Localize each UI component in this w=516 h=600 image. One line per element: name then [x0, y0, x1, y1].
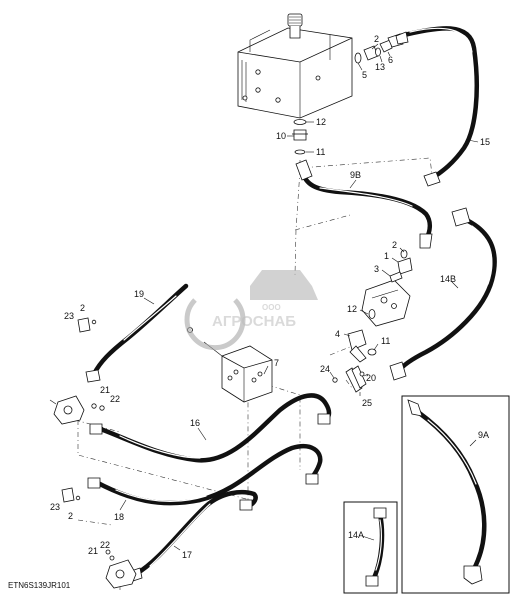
leader-lines: [119, 43, 479, 551]
label-25: 25: [362, 398, 372, 408]
label-5: 5: [362, 70, 367, 80]
watermark-brand-text: АГРОСНАБ: [212, 313, 296, 330]
hose-18: [93, 444, 323, 506]
label-6: 6: [388, 55, 393, 65]
label-22-bottom: 22: [100, 540, 110, 550]
label-10: 10: [276, 131, 286, 141]
label-24: 24: [320, 364, 330, 374]
hose-14b: [395, 215, 497, 375]
label-18: 18: [114, 512, 124, 522]
fittings-under-valve: [292, 119, 308, 155]
hose-16: [95, 393, 332, 463]
label-11-mid: 11: [381, 336, 390, 346]
label-23-bottom: 23: [50, 502, 60, 512]
label-4: 4: [335, 329, 340, 339]
label-14a: 14A: [348, 530, 364, 540]
label-12-mid: 12: [347, 304, 357, 314]
label-21-bottom: 21: [88, 546, 98, 556]
diagram-code: ETN6S139JR101: [8, 581, 71, 590]
control-valve: [187, 327, 273, 403]
label-9b: 9B: [350, 170, 361, 180]
label-21-top: 21: [100, 385, 110, 395]
label-11-top: 11: [316, 147, 325, 157]
valve-block: [237, 13, 353, 119]
hose-17: [133, 489, 258, 577]
inset-14a: [343, 501, 398, 594]
label-19: 19: [134, 289, 144, 299]
label-1: 1: [384, 251, 389, 261]
fittings-1-2-3: [389, 249, 413, 283]
watermark-small-text: ООО: [262, 303, 281, 312]
label-13: 13: [375, 62, 385, 72]
label-2-mid: 2: [392, 240, 397, 250]
label-2-left: 2: [80, 303, 85, 313]
fitting-23-bottom: [61, 487, 81, 503]
label-22-top: 22: [110, 394, 120, 404]
label-7: 7: [274, 358, 279, 368]
callout-labels: 2 5 13 6 12 10 11 15 9B 2 1 3 14B 12 4 1…: [50, 34, 490, 560]
fitting-23-top: [77, 317, 97, 333]
coupler-left-bottom: [105, 549, 137, 589]
label-2-bottom: 2: [68, 511, 73, 521]
inset-9a: [401, 395, 510, 594]
label-2-top: 2: [374, 34, 379, 44]
label-12-top: 12: [316, 117, 326, 127]
label-23-top: 23: [64, 311, 74, 321]
right-valve-bracket: [347, 279, 411, 363]
label-15: 15: [480, 137, 490, 147]
label-20: 20: [366, 373, 376, 383]
label-9a: 9A: [478, 430, 489, 440]
label-17: 17: [182, 550, 192, 560]
agrosnab-watermark: ООО АГРОСНАБ: [184, 270, 318, 351]
coupler-left-top: [49, 395, 105, 425]
hoses: [85, 26, 497, 583]
label-16: 16: [190, 418, 200, 428]
label-3: 3: [374, 264, 379, 274]
bracket-25: [332, 365, 367, 393]
hose-15: [397, 26, 479, 183]
label-14b: 14B: [440, 274, 456, 284]
hose-9b: [299, 167, 432, 243]
